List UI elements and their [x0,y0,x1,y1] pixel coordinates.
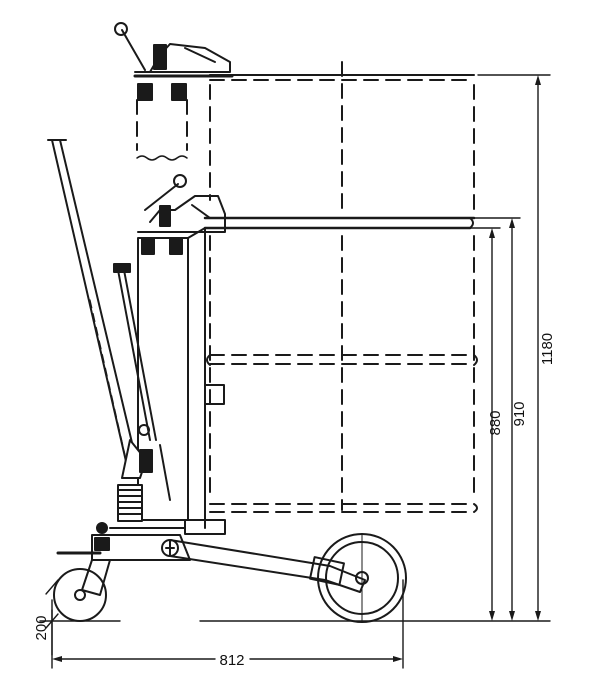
rear-wheel-assembly [317,533,407,623]
raised-clamp-handle [121,29,146,71]
lower-clamp-head [137,174,226,255]
raised-clamp-knob [114,22,128,36]
tick-200b [45,579,59,595]
label-910: 910 [511,401,528,426]
raised-drum-wavy-break [136,155,188,161]
arrow-880-top [489,228,495,238]
front-wheel [53,568,107,622]
drum-rings [206,354,478,513]
label-880: 880 [487,410,504,435]
drum-top-rim [203,216,476,230]
dimension-labels: 1180 910 880 200 812 [33,333,556,669]
arrow-1180-top [535,75,541,85]
arrow-1180-bottom [535,611,541,621]
arrow-910-bottom [509,611,515,621]
raised-drum-outline [136,61,475,211]
hydraulic-pump [117,424,153,522]
mast [137,227,225,529]
raised-clamp-head [114,22,234,101]
fork-foot [109,519,226,535]
long-handle [47,139,139,471]
label-812: 812 [219,652,244,669]
front-caster [53,559,111,622]
label-200: 200 [33,615,50,640]
chassis [56,522,366,593]
drum-body-dashed [209,74,475,513]
pump-lever [113,263,171,501]
lower-clamp-handle [144,183,179,211]
arrow-812-right [393,656,403,662]
pivot-pin [161,539,179,557]
arrow-812-left [52,656,62,662]
lower-clamp-knob [173,174,187,188]
arrow-880-bottom [489,611,495,621]
mast-latch [204,384,225,405]
label-1180: 1180 [539,333,556,365]
arrow-910-top [509,218,515,228]
